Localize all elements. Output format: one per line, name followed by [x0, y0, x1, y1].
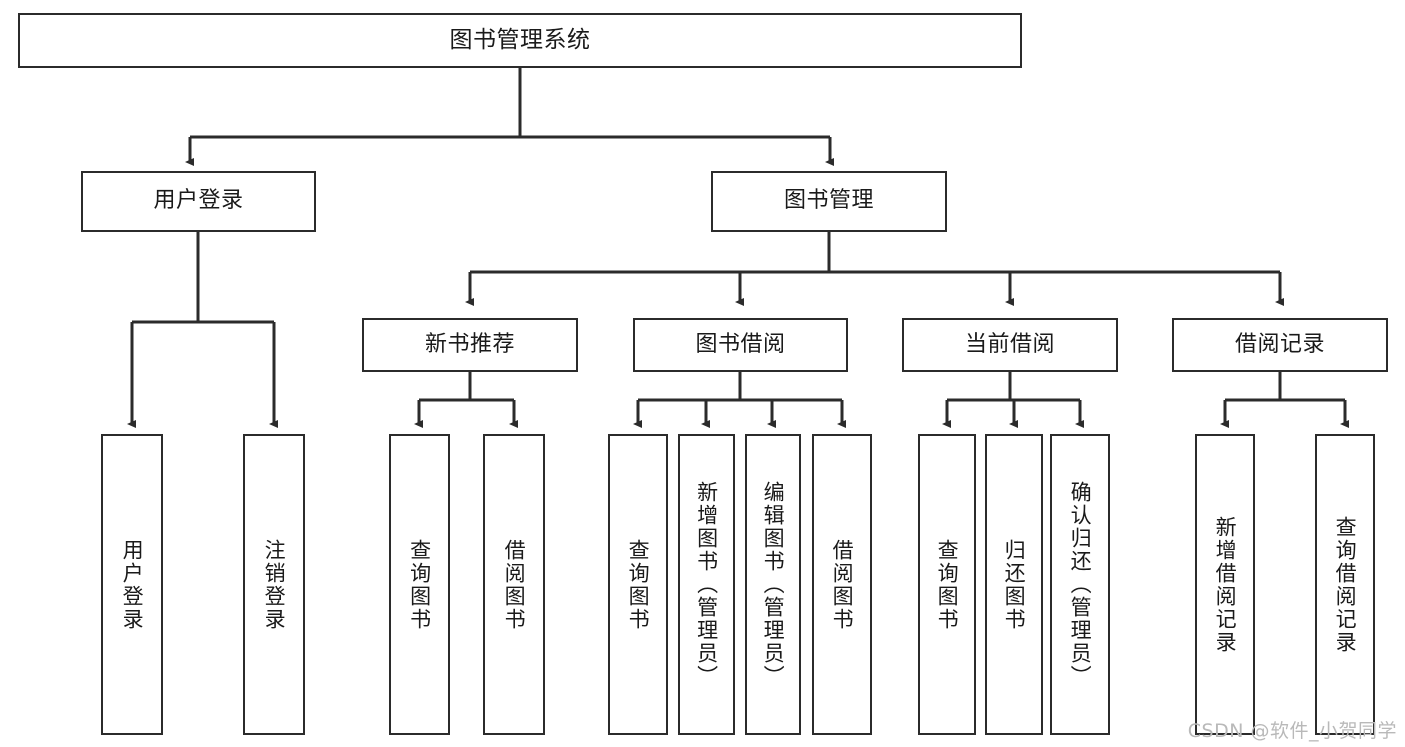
- leaf-new-book-query[interactable]: 查询图书: [389, 434, 450, 735]
- leaf-label: 查询图书: [935, 538, 960, 631]
- leaf-current-borrow-confirm-return[interactable]: 确认归还（管理员）: [1050, 434, 1110, 735]
- leaf-user-login-logout[interactable]: 注销登录: [243, 434, 305, 735]
- node-book-borrow[interactable]: 图书借阅: [633, 318, 848, 372]
- leaf-book-borrow-add[interactable]: 新增图书（管理员）: [678, 434, 735, 735]
- node-user-login[interactable]: 用户登录: [81, 171, 316, 232]
- leaf-user-login-login[interactable]: 用户登录: [101, 434, 163, 735]
- node-book-manage[interactable]: 图书管理: [711, 171, 947, 232]
- leaf-label: 新增借阅记录: [1213, 515, 1238, 654]
- node-new-book-recommend[interactable]: 新书推荐: [362, 318, 578, 372]
- leaf-label: 借阅图书: [830, 538, 855, 631]
- leaf-label: 借阅图书: [502, 538, 527, 631]
- node-root[interactable]: 图书管理系统: [18, 13, 1022, 68]
- leaf-label: 归还图书: [1002, 538, 1027, 631]
- leaf-label: 查询图书: [626, 538, 651, 631]
- leaf-book-borrow-edit[interactable]: 编辑图书（管理员）: [745, 434, 801, 735]
- leaf-new-book-borrow[interactable]: 借阅图书: [483, 434, 545, 735]
- leaf-label: 编辑图书（管理员）: [761, 481, 786, 688]
- leaf-borrow-record-add[interactable]: 新增借阅记录: [1195, 434, 1255, 735]
- leaf-current-borrow-query[interactable]: 查询图书: [918, 434, 976, 735]
- leaf-label: 用户登录: [120, 538, 145, 631]
- leaf-current-borrow-return[interactable]: 归还图书: [985, 434, 1043, 735]
- leaf-borrow-record-query[interactable]: 查询借阅记录: [1315, 434, 1375, 735]
- leaf-label: 查询借阅记录: [1333, 515, 1358, 654]
- leaf-book-borrow-borrow[interactable]: 借阅图书: [812, 434, 872, 735]
- leaf-book-borrow-query[interactable]: 查询图书: [608, 434, 668, 735]
- leaf-label: 查询图书: [407, 538, 432, 631]
- node-borrow-record[interactable]: 借阅记录: [1172, 318, 1388, 372]
- node-current-borrow[interactable]: 当前借阅: [902, 318, 1118, 372]
- leaf-label: 新增图书（管理员）: [694, 481, 719, 688]
- leaf-label: 确认归还（管理员）: [1068, 481, 1093, 688]
- leaf-label: 注销登录: [262, 538, 287, 631]
